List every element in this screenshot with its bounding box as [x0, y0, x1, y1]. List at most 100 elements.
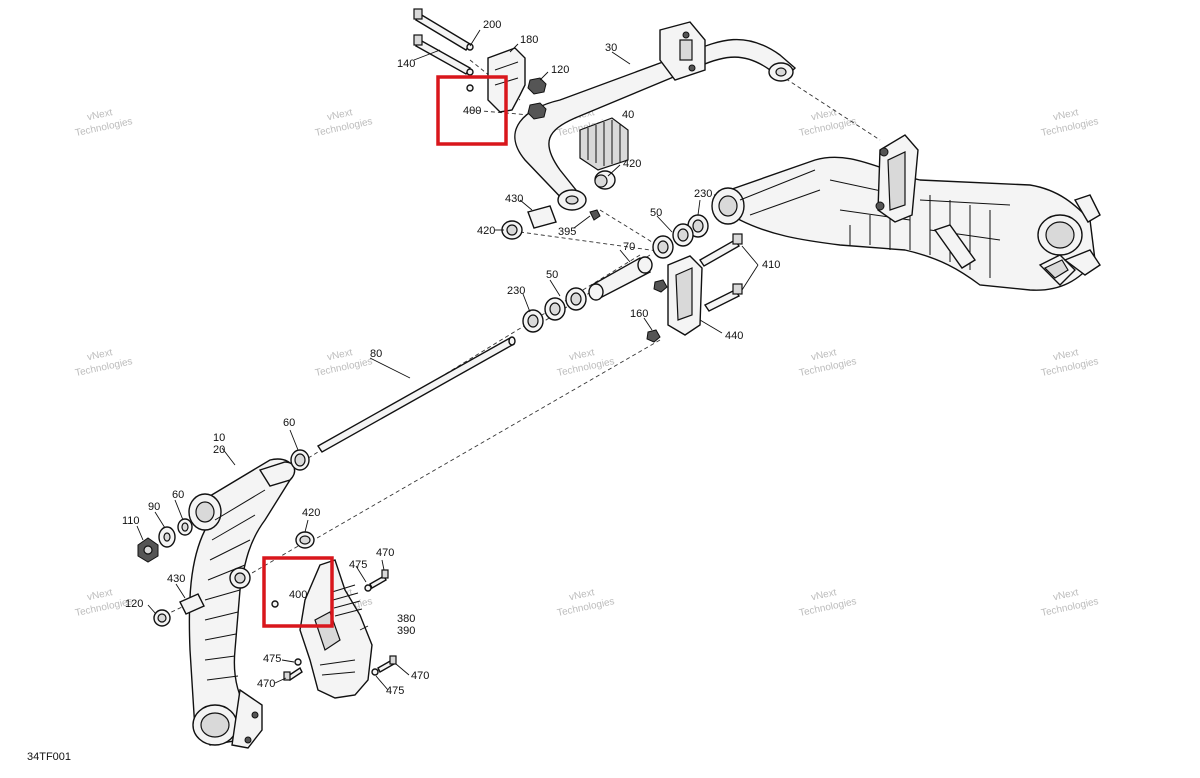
callout-380: 380: [397, 613, 415, 625]
callout-90: 90: [148, 501, 160, 513]
callout-200: 200: [483, 19, 501, 31]
highlight-box-400-lower: [262, 556, 334, 628]
nut-120: [527, 77, 547, 120]
callout-470-right: 470: [411, 670, 429, 682]
callout-475-top: 475: [349, 559, 367, 571]
leader-lines: [136, 29, 759, 691]
axis-line: [469, 59, 521, 101]
shock-bracket-upper: [875, 134, 977, 269]
callout-475-right: 475: [386, 685, 404, 697]
callout-110: 110: [122, 515, 140, 527]
part-400-upper: [466, 84, 474, 92]
callout-230-lower: 230: [507, 285, 525, 297]
callout-20: 20: [213, 444, 225, 456]
watermark-line1: vNext: [326, 347, 354, 363]
washer-475: [371, 668, 379, 676]
mount-bracket-440: [667, 255, 703, 336]
callout-470-left: 470: [257, 678, 275, 690]
seal-230-lower: [522, 309, 544, 333]
bolt-200: [413, 8, 471, 51]
callout-120-lower: 120: [125, 598, 143, 610]
watermark-line1: vNext: [568, 587, 596, 603]
axis-line: [239, 544, 301, 581]
bearing-50-lower: [544, 287, 587, 321]
screw-470: [283, 666, 303, 682]
highlight-box-400-upper: [436, 75, 508, 146]
axis-line: [304, 254, 641, 461]
nut-395: [589, 209, 601, 221]
washer-icon: [466, 43, 474, 51]
document-code: 34TF001: [27, 751, 72, 763]
callout-440: 440: [725, 330, 743, 342]
trailing-arm-lower: [188, 458, 296, 749]
spacer-tube-70: [588, 256, 653, 301]
axis-line: [304, 339, 661, 546]
callout-30: 30: [605, 42, 617, 54]
sway-bar-clamp: [659, 21, 706, 81]
callout-420-left: 420: [477, 225, 495, 237]
callout-180: 180: [520, 34, 538, 46]
protector-guard: [299, 559, 373, 699]
watermark-line1: vNext: [86, 587, 114, 603]
callout-420-lower-right: 420: [302, 507, 320, 519]
callout-230-upper: 230: [694, 188, 712, 200]
watermark-line1: vNext: [326, 107, 354, 123]
nut-160-lower: [646, 329, 661, 343]
callout-120: 120: [551, 64, 569, 76]
washer-90: [158, 526, 176, 548]
trailing-arm-upper: [711, 156, 1101, 291]
callout-395: 395: [558, 226, 576, 238]
nut-110: [137, 537, 159, 563]
washer-icon: [466, 68, 474, 76]
washer-475: [294, 658, 302, 666]
watermark-line1: vNext: [1052, 107, 1080, 123]
sleeve-430-lower: [179, 593, 205, 615]
callout-160: 160: [630, 308, 648, 320]
bushing-420-lower-left: [153, 609, 171, 627]
callout-50-upper: 50: [650, 207, 662, 219]
watermark-line1: vNext: [810, 107, 838, 123]
callout-70: 70: [623, 241, 635, 253]
washer-475: [364, 584, 372, 592]
callout-470-top: 470: [376, 547, 394, 559]
watermark-line1: vNext: [1052, 347, 1080, 363]
bolt-140: [413, 34, 472, 75]
callout-475-left: 475: [263, 653, 281, 665]
callout-10: 10: [213, 432, 225, 444]
callout-410: 410: [762, 259, 780, 271]
watermark-line1: vNext: [86, 107, 114, 123]
callout-400-lower: 400: [289, 589, 307, 601]
watermark-line1: vNext: [86, 347, 114, 363]
axis-line: [779, 74, 881, 141]
callout-60-left: 60: [172, 489, 184, 501]
watermark-line1: vNext: [1052, 587, 1080, 603]
callout-80: 80: [370, 348, 382, 360]
screw-470: [369, 569, 389, 589]
callout-400-upper: 400: [463, 105, 481, 117]
watermark-line1: vNext: [810, 587, 838, 603]
bushing-420-lower-right: [295, 531, 315, 549]
callout-390: 390: [397, 625, 415, 637]
callout-140: 140: [397, 58, 415, 70]
bolts-410: [699, 233, 743, 312]
sway-bar-bushing: [579, 117, 629, 171]
screw-470: [377, 655, 397, 673]
axis-line: [519, 231, 666, 253]
bushing-420-left: [501, 220, 523, 240]
pivot-shaft-80: [316, 336, 516, 453]
watermark-line1: vNext: [810, 347, 838, 363]
bushing-60-upper: [290, 449, 310, 471]
callout-420-upper: 420: [623, 158, 641, 170]
callout-60-upper: 60: [283, 417, 295, 429]
bushing-420-upper: [594, 170, 616, 190]
watermark-line1: vNext: [568, 347, 596, 363]
callout-430-upper: 430: [505, 193, 523, 205]
callout-50-lower: 50: [546, 269, 558, 281]
sleeve-430: [527, 205, 557, 229]
bushing-60-left: [177, 518, 193, 536]
part-400-lower: [271, 600, 279, 608]
callout-labels: 200 180 140 120 30 40 400 420 430 420 39…: [122, 19, 780, 697]
callout-430-lower: 430: [167, 573, 185, 585]
bearing-50-upper: [652, 223, 694, 259]
